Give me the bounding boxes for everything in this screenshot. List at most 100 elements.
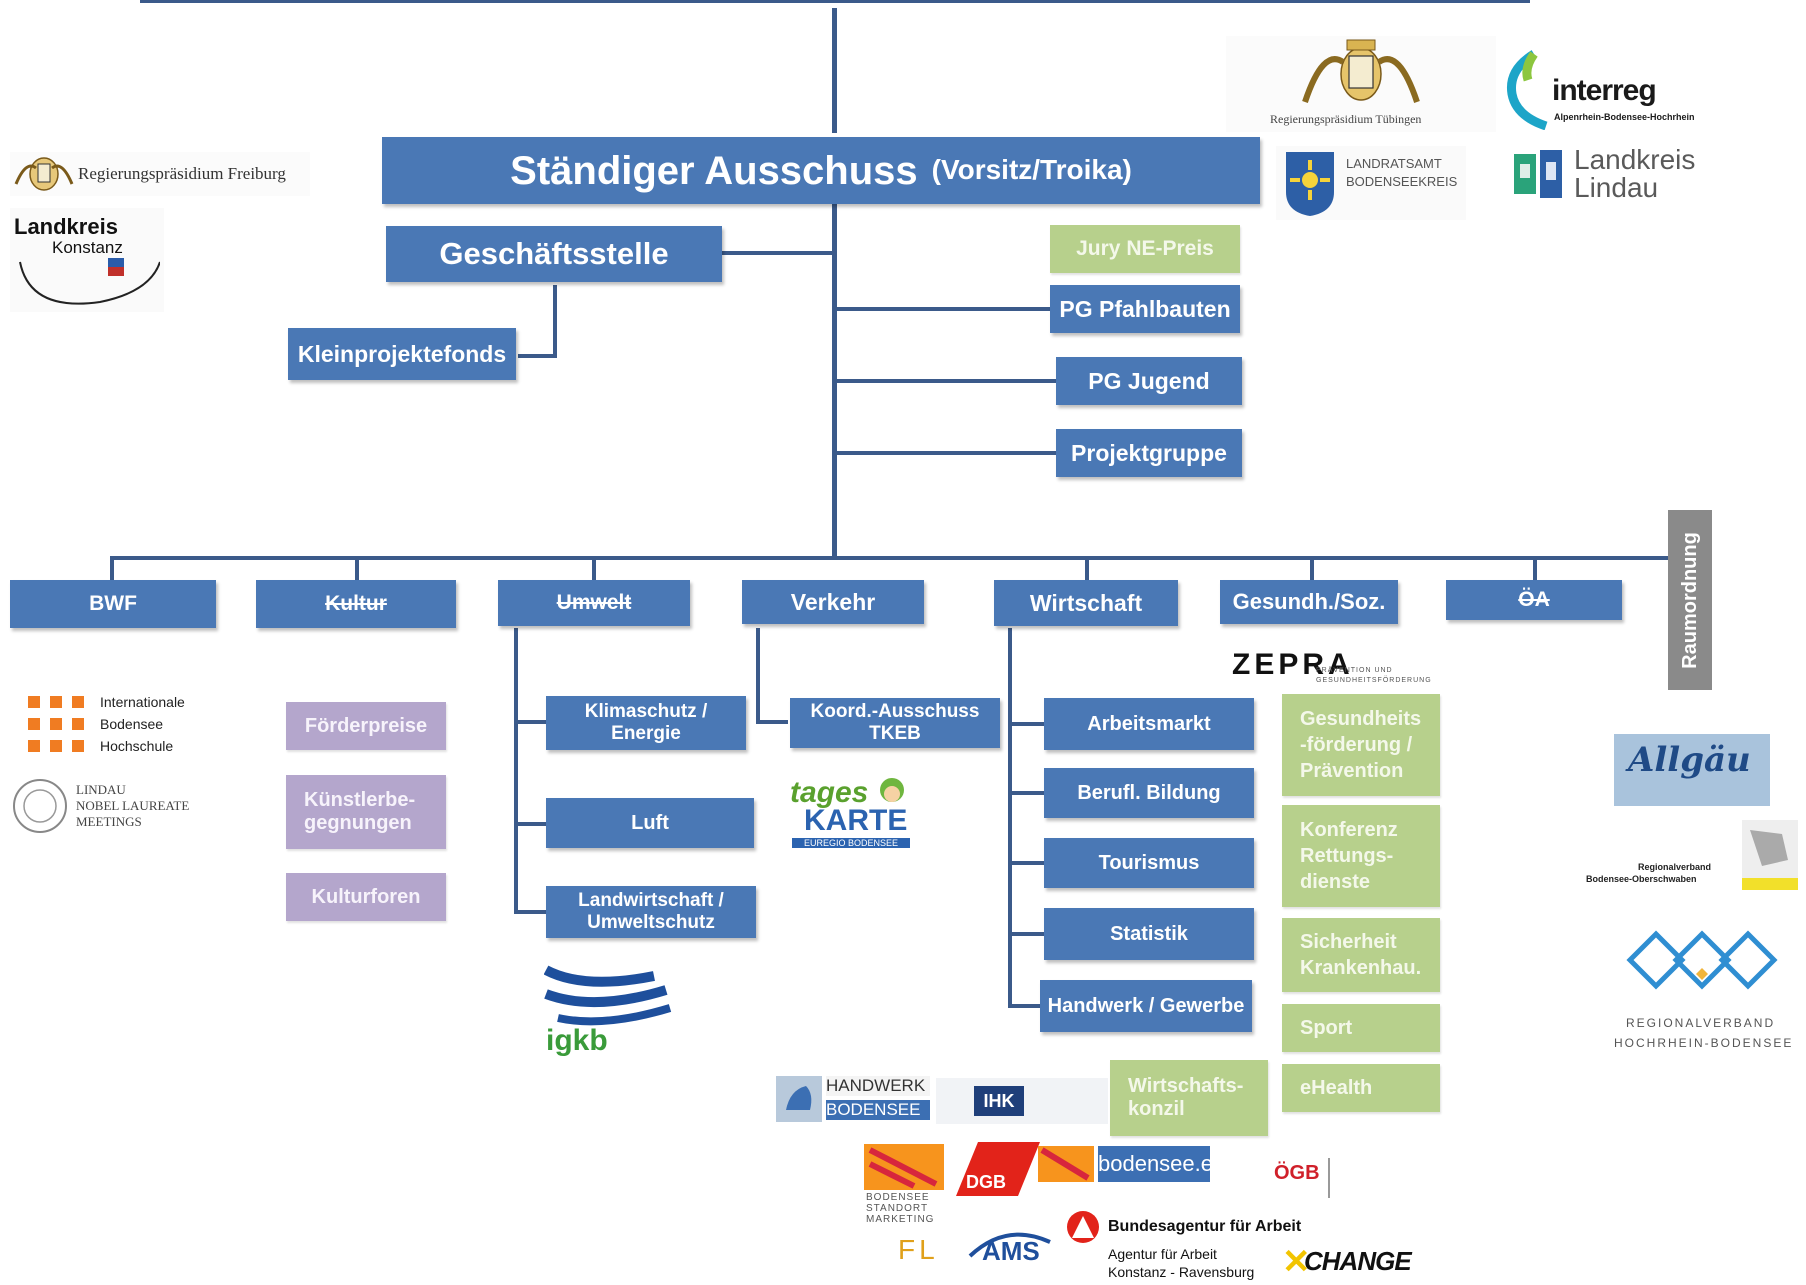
verkehr-branch-h <box>756 720 788 724</box>
tageskarte-line2: KARTE <box>804 804 908 837</box>
bodensee-eu-logo: bodensee.eu <box>1038 1146 1225 1204</box>
lk-konstanz-line1: Landkreis <box>14 214 118 239</box>
umwelt-branch-landw <box>514 910 546 914</box>
drop-gesundheit <box>1310 556 1314 580</box>
bundesagentur-logo: Bundesagentur für Arbeit Agentur für Arb… <box>1066 1210 1316 1284</box>
handwerk-bodensee-logo: HANDWERK BODENSEE <box>776 1076 934 1124</box>
ba-line1: Bundesagentur für Arbeit <box>1108 1218 1302 1235</box>
gesundheit-item-sport: Sport <box>1282 1004 1440 1052</box>
rp-tuebingen-logo: Regierungspräsidium Tübingen <box>1226 36 1496 132</box>
small-fund-box: Kleinprojektefonds <box>288 328 516 380</box>
lindau-nobel-line2: NOBEL LAUREATE <box>76 798 190 813</box>
pg-pfahlbauten-connector <box>834 307 1050 311</box>
drop-bwf <box>110 556 114 580</box>
wirtschaft-branch-v <box>1008 628 1012 1008</box>
wirtschaft-branch-3 <box>1008 861 1044 865</box>
dgb-logo: DGB <box>956 1142 1040 1196</box>
lra-bodenseekreis-line1: LANDRATSAMT <box>1346 156 1442 171</box>
pg-pfahlbauten-box: PG Pfahlbauten <box>1050 285 1240 333</box>
handwerk-line2: BODENSEE <box>826 1100 930 1120</box>
commission-wirtschaft: Wirtschaft <box>994 580 1178 626</box>
ams-swoosh-icon <box>968 1232 1051 1258</box>
bodensee-eu-label: bodensee.eu <box>1098 1146 1225 1182</box>
xchange-x: ✕ <box>1282 1243 1311 1281</box>
projektgruppe-connector <box>834 451 1056 455</box>
main-trunk-line <box>832 8 837 133</box>
ogb-label: ÖGB <box>1274 1162 1320 1184</box>
rv-bo-line1: Regionalverband <box>1638 862 1712 872</box>
office-connector <box>722 251 834 255</box>
standing-committee-title: Ständiger Ausschuss <box>510 148 918 193</box>
projektgruppe-box: Projektgruppe <box>1056 429 1242 477</box>
ba-line3: Konstanz - Ravensburg <box>1108 1264 1255 1280</box>
bsm-line2: STANDORT <box>866 1203 929 1214</box>
kultur-item-kuenstlerbegegnungen-label: Künstlerbe-gegnungen <box>304 789 416 834</box>
commission-oea: ÖA <box>1446 580 1622 620</box>
ogb-logo: ÖGB <box>1272 1154 1376 1204</box>
bsm-logo: BODENSEE STANDORT MARKETING <box>864 1144 946 1225</box>
umwelt-branch-luft <box>514 822 546 826</box>
bsm-emblem-icon <box>864 1144 944 1190</box>
wirtschaft-item-bildung: Berufl. Bildung <box>1044 768 1254 818</box>
allgaeu-logo: Allgäu <box>1614 734 1770 806</box>
bsm-line1: BODENSEE <box>866 1192 930 1203</box>
rp-freiburg-label: Regierungspräsidium Freiburg <box>78 164 286 183</box>
standing-committee-box: Ständiger Ausschuss (Vorsitz/Troika) <box>382 137 1260 204</box>
fl-logo: FL <box>834 1230 944 1270</box>
lindau-nobel-line1: LINDAU <box>76 782 126 797</box>
gesundheit-item-krankenhaus-label: Sicherheit Krankenhau. <box>1300 931 1422 979</box>
drop-oea <box>1533 556 1537 580</box>
mascot-icon <box>880 778 904 802</box>
rv-bo-emblem-icon <box>1742 820 1798 890</box>
coat-of-arms-icon <box>14 157 74 191</box>
nobel-seal-icon <box>13 779 67 833</box>
commission-bus-line <box>110 556 1685 560</box>
ams-label: AMS <box>982 1236 1040 1266</box>
tageskarte-line1: tages <box>790 776 869 809</box>
wirtschaft-item-statistik: Statistik <box>1044 908 1254 960</box>
rv-hb-line2: HOCHRHEIN-BODENSEE <box>1614 1036 1794 1050</box>
rv-hochrhein-bodensee-logo: REGIONALVERBAND HOCHRHEIN-BODENSEE <box>1608 924 1798 1054</box>
rv-bo-line2: Bodensee-Oberschwaben <box>1586 874 1697 884</box>
drop-kultur <box>355 556 359 580</box>
lk-lindau-line2: Lindau <box>1574 172 1659 203</box>
pg-jugend-box: PG Jugend <box>1056 357 1242 405</box>
coat-of-arms-icon <box>1302 39 1420 103</box>
rv-hb-line1: REGIONALVERBAND <box>1626 1016 1776 1030</box>
wirtschaft-branch-5 <box>1008 1004 1044 1008</box>
ihk-logo: IHK <box>936 1078 1108 1124</box>
lra-bodenseekreis-line2: BODENSEEKREIS <box>1346 174 1458 189</box>
ibh-line1: Internationale <box>100 694 185 710</box>
kultur-item-kulturforen: Kulturforen <box>286 873 446 921</box>
tageskarte-logo: tages KARTE EUREGIO BODENSEE <box>790 776 914 852</box>
umwelt-item-luft: Luft <box>546 798 754 848</box>
igkb-label: igkb <box>546 1024 608 1057</box>
gesundheit-item-krankenhaus: Sicherheit Krankenhau. <box>1282 918 1440 992</box>
commission-umwelt: Umwelt <box>498 580 690 626</box>
fund-connector-h <box>518 354 557 358</box>
commission-raumordnung: Raumordnung <box>1668 510 1712 690</box>
kultur-item-foerderpreise: Förderpreise <box>286 702 446 750</box>
lindau-emblem-icon <box>1514 150 1562 198</box>
handwerk-line1: HANDWERK <box>826 1076 930 1096</box>
landkreis-konstanz-logo: Landkreis Konstanz <box>10 208 164 312</box>
lra-bodenseekreis-logo: LANDRATSAMT BODENSEEKREIS <box>1276 146 1466 220</box>
rp-freiburg-logo: Regierungspräsidium Freiburg <box>10 152 310 196</box>
umwelt-item-klima: Klimaschutz / Energie <box>546 696 746 750</box>
wirtschaft-item-konzil: Wirtschafts-konzil <box>1110 1060 1268 1136</box>
commission-gesundheit: Gesundh./Soz. <box>1220 580 1398 624</box>
sun-emblem-icon <box>1286 152 1334 216</box>
commission-kultur: Kultur <box>256 580 456 628</box>
commission-bwf: BWF <box>10 580 216 628</box>
bodensee-eu-emblem-icon <box>1038 1146 1094 1182</box>
dgb-label: DGB <box>966 1172 1006 1192</box>
gesundheit-item-foerderung-label: Gesundheits -förderung / Prävention <box>1300 708 1422 782</box>
verkehr-branch-v <box>756 628 760 723</box>
interreg-label: interreg <box>1552 74 1657 107</box>
dgb-emblem-icon <box>956 1142 1040 1196</box>
allgaeu-label: Allgäu <box>1628 740 1751 780</box>
umwelt-item-landwirtschaft: Landwirtschaft / Umweltschutz <box>546 886 756 938</box>
kultur-item-kuenstlerbegegnungen: Künstlerbe-gegnungen <box>286 775 446 849</box>
xchange-logo: ✕ CHANGE <box>1282 1242 1488 1282</box>
